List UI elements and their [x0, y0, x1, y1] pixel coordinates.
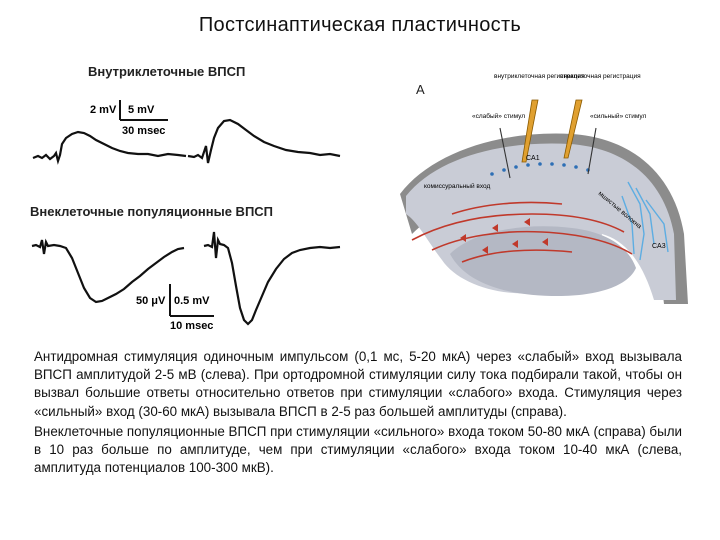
- panel-letter: A: [416, 82, 425, 97]
- ca3-cells: [621, 181, 669, 261]
- scale-bar-bottom: 50 μV 0.5 mV 10 msec: [136, 284, 214, 332]
- intracellular-trace-strong: [187, 118, 341, 164]
- scale-mv-large: 5 mV: [128, 104, 155, 116]
- scale-time-bottom: 10 msec: [170, 320, 213, 332]
- extracellular-trace-weak: [31, 238, 185, 304]
- slide-title: Постсинаптическая пластичность: [198, 14, 522, 36]
- hippocampus-diagram: A внутриклеточная регистрация внекле: [392, 64, 692, 318]
- scale-bar-top: 2 mV 5 mV 30 msec: [90, 100, 168, 137]
- paragraph-2: Внеклеточные популяционные ВПСП при стим…: [34, 423, 682, 476]
- label-strong-stimulus: «сильный» стимул: [590, 112, 646, 120]
- stimulating-electrodes: [499, 127, 597, 179]
- ca1-pyramidal-layer: [490, 162, 590, 176]
- paragraph-1: Антидромная стимуляция одиночным импульс…: [34, 349, 682, 419]
- scale-uv: 50 μV: [136, 295, 166, 307]
- scale-mv-small: 2 mV: [90, 104, 117, 116]
- extracellular-label: Внеклеточные популяционные ВПСП: [30, 204, 273, 219]
- pyramidal-pathways: [411, 201, 633, 263]
- label-ca1: CA1: [526, 155, 540, 162]
- epsp-traces-figure: Внутриклеточные ВПСП 2 mV 5 mV 30 msec В…: [30, 64, 341, 332]
- extracellular-trace-strong: [203, 231, 341, 326]
- tissue-lower: [450, 226, 636, 296]
- label-commissural-input: комиссуральный вход: [424, 182, 491, 190]
- label-weak-stimulus: «слабый» стимул: [472, 112, 525, 120]
- description-text: Антидромная стимуляция одиночным импульс…: [34, 348, 682, 479]
- scale-mv-bottom: 0.5 mV: [174, 295, 210, 307]
- pyramidal-markers: [460, 218, 548, 254]
- electrodes: [521, 99, 583, 163]
- scale-time-top: 30 msec: [122, 125, 165, 137]
- label-intracellular-recording: внутриклеточная регистрация: [494, 73, 585, 80]
- label-extracellular-recording: внеклеточная регистрация: [560, 73, 641, 80]
- intracellular-label: Внутриклеточные ВПСП: [88, 64, 245, 79]
- intracellular-trace-weak: [32, 130, 187, 165]
- label-ca3: CA3: [652, 243, 666, 250]
